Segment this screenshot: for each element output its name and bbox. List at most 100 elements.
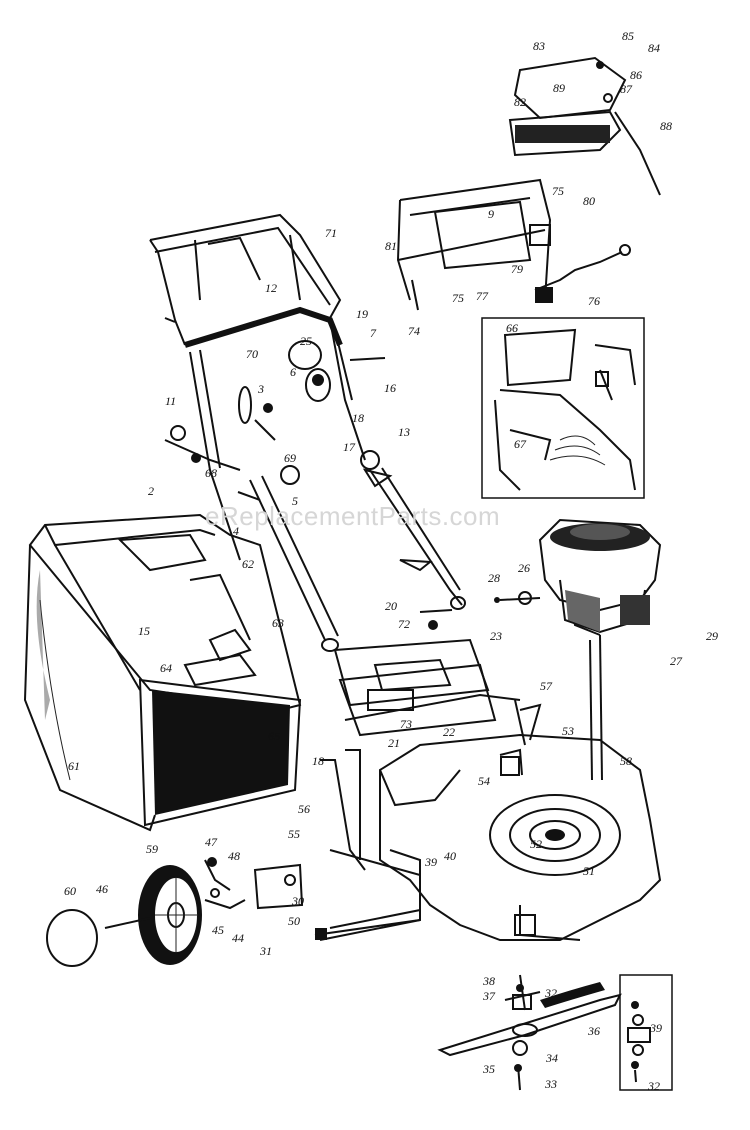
- callout-75a: 75: [552, 184, 564, 198]
- upper-handle: [149, 213, 342, 346]
- rear-wheel: [46, 857, 304, 967]
- callout-88: 88: [660, 119, 672, 133]
- callout-9: 9: [488, 207, 494, 221]
- callout-40: 40: [444, 849, 456, 863]
- callout-19: 19: [356, 307, 368, 321]
- callout-80: 80: [583, 194, 595, 208]
- callout-37: 37: [482, 989, 496, 1003]
- callout-59: 59: [146, 842, 158, 856]
- callout-53: 53: [562, 724, 574, 738]
- callout-labels: 2 68 3 4 5 69 7 11 12 13 16 17 18 19 71 …: [64, 29, 718, 1093]
- blade-assembly: [437, 974, 622, 1091]
- callout-55: 55: [288, 827, 300, 841]
- lower-handle: [249, 467, 466, 652]
- grass-catcher: [23, 513, 302, 832]
- callout-62: 62: [242, 557, 254, 571]
- callout-30: 30: [291, 894, 304, 908]
- callout-79: 79: [511, 262, 523, 276]
- callout-38: 38: [482, 974, 495, 988]
- upper-handle-with-bail: [396, 178, 631, 311]
- callout-73: 73: [400, 717, 412, 731]
- callout-26: 26: [518, 561, 530, 575]
- callout-12: 12: [265, 281, 277, 295]
- callout-32b: 32: [647, 1079, 660, 1093]
- callout-34: 34: [545, 1051, 558, 1065]
- callout-82: 82: [514, 95, 526, 109]
- callout-39: 39: [424, 855, 437, 869]
- callout-89: 89: [553, 81, 565, 95]
- callout-48: 48: [228, 849, 240, 863]
- engine: [538, 518, 662, 636]
- callout-5: 5: [292, 494, 298, 508]
- callout-47: 47: [205, 835, 218, 849]
- callout-51: 51: [583, 864, 595, 878]
- callout-64: 64: [160, 661, 172, 675]
- callout-18: 18: [352, 411, 364, 425]
- watermark: eReplacementParts.com: [205, 501, 500, 531]
- callout-81: 81: [385, 239, 397, 253]
- engine-cover-plate: [333, 620, 490, 707]
- callout-66: 66: [506, 321, 518, 335]
- callout-46: 46: [96, 882, 108, 896]
- callout-2: 2: [148, 484, 154, 498]
- control-box: [508, 56, 661, 196]
- callout-29: 29: [706, 629, 718, 643]
- callout-50: 50: [288, 914, 300, 928]
- callout-18b: 18: [312, 754, 324, 768]
- callout-15: 15: [138, 624, 150, 638]
- callout-35: 35: [482, 1062, 495, 1076]
- callout-11: 11: [165, 394, 176, 408]
- callout-85: 85: [622, 29, 634, 43]
- callout-76: 76: [588, 294, 600, 308]
- callout-20: 20: [385, 599, 397, 613]
- callout-52: 52: [530, 837, 542, 851]
- callout-69: 69: [284, 451, 296, 465]
- callout-7: 7: [370, 326, 377, 340]
- callout-32a: 32: [544, 986, 557, 1000]
- middle-handle: [164, 306, 433, 572]
- callout-6: 6: [290, 365, 296, 379]
- callout-71: 71: [325, 226, 337, 240]
- callout-16: 16: [384, 381, 396, 395]
- callout-44: 44: [232, 931, 244, 945]
- callout-86: 86: [630, 68, 642, 82]
- callout-87: 87: [620, 82, 633, 96]
- callout-58: 58: [620, 754, 632, 768]
- callout-3: 3: [257, 382, 264, 396]
- blade-adapter-inset: [619, 974, 673, 1091]
- callout-60: 60: [64, 884, 76, 898]
- callout-25: 25: [300, 334, 312, 348]
- callout-39b: 39: [649, 1021, 662, 1035]
- callout-75b: 75: [452, 291, 464, 305]
- callout-45: 45: [212, 923, 224, 937]
- mower-deck: [338, 663, 662, 941]
- callout-22: 22: [443, 725, 455, 739]
- callout-23: 23: [490, 629, 502, 643]
- callout-77: 77: [476, 289, 489, 303]
- callout-13: 13: [398, 425, 410, 439]
- callout-74: 74: [408, 324, 420, 338]
- callout-54: 54: [478, 774, 490, 788]
- callout-17: 17: [343, 440, 356, 454]
- callout-57: 57: [540, 679, 553, 693]
- callout-56: 56: [298, 802, 310, 816]
- callout-21: 21: [388, 736, 400, 750]
- callout-36: 36: [587, 1024, 600, 1038]
- rear-door: [314, 749, 421, 941]
- callout-33: 33: [544, 1077, 557, 1091]
- callout-65: 65: [268, 729, 280, 743]
- callout-27: 27: [670, 654, 683, 668]
- callout-31: 31: [259, 944, 272, 958]
- engine-fasteners: [494, 591, 603, 781]
- callout-72: 72: [398, 617, 410, 631]
- callout-84: 84: [648, 41, 660, 55]
- callout-70: 70: [246, 347, 258, 361]
- callout-83: 83: [533, 39, 545, 53]
- callout-61: 61: [68, 759, 80, 773]
- inset-box: [481, 317, 645, 499]
- callout-4: 4: [233, 524, 239, 538]
- callout-68: 68: [205, 466, 217, 480]
- callout-28: 28: [488, 571, 500, 585]
- callout-67: 67: [514, 437, 527, 451]
